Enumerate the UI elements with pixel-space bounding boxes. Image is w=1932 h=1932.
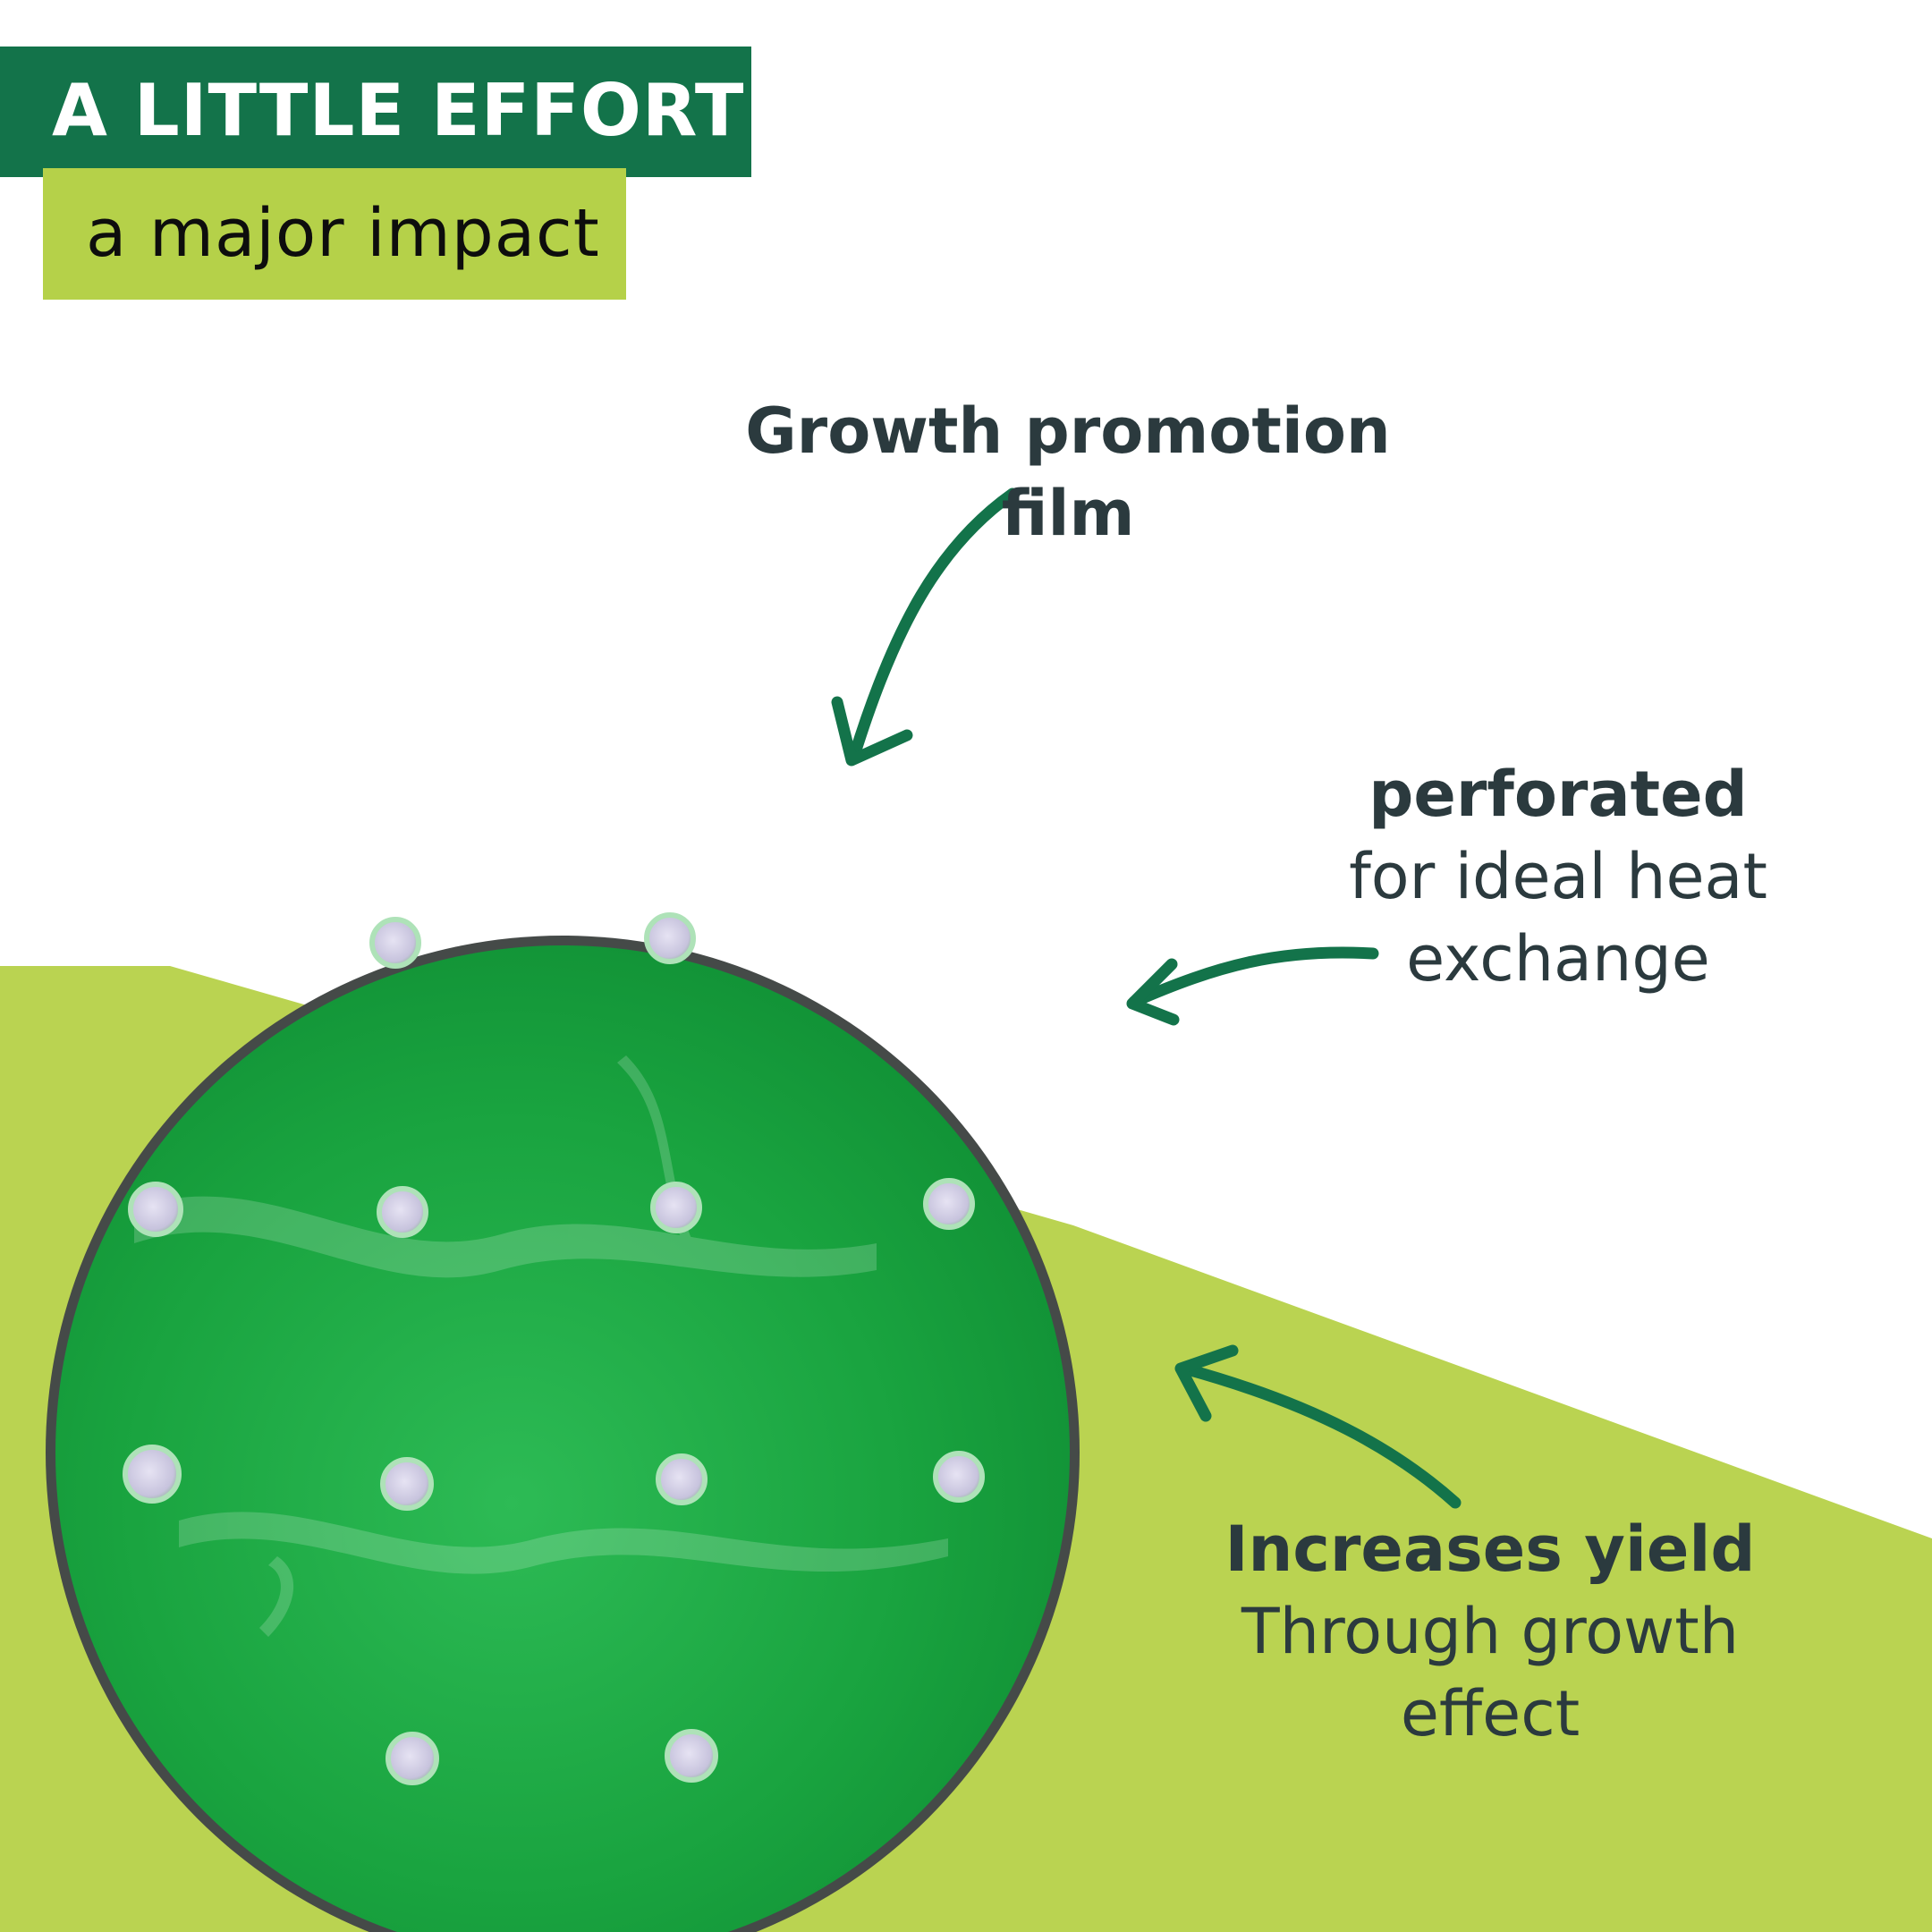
film-closeup	[46, 912, 1080, 1932]
callout-perforated-heading: perforated	[1368, 758, 1748, 831]
callout-perforated-line2: exchange	[1406, 922, 1710, 996]
callout-yield-heading: Increases yield	[1224, 1513, 1756, 1586]
callout-growth: Growth promotion film	[621, 390, 1515, 555]
callout-growth-line1: Growth promotion	[745, 394, 1391, 468]
page-title: A LITTLE EFFORT	[52, 69, 745, 152]
subtitle-banner	[43, 168, 626, 300]
callout-growth-line2: film	[1001, 477, 1135, 550]
arrow-growth-icon	[831, 487, 1019, 767]
arrow-yield-icon	[1174, 1344, 1462, 1509]
page-subtitle: a major impact	[86, 195, 600, 272]
callout-yield-line1: Through growth	[1241, 1595, 1740, 1668]
callout-perforated: perforated for ideal heat exchange	[1245, 753, 1871, 1000]
callout-perforated-line1: for ideal heat	[1349, 840, 1767, 913]
callout-yield: Increases yield Through growth effect	[1132, 1508, 1848, 1755]
title-banner	[0, 47, 751, 177]
arrow-perforated-icon	[1126, 946, 1379, 1026]
callout-yield-line2: effect	[1400, 1677, 1580, 1750]
perforation-holes	[123, 912, 985, 1785]
